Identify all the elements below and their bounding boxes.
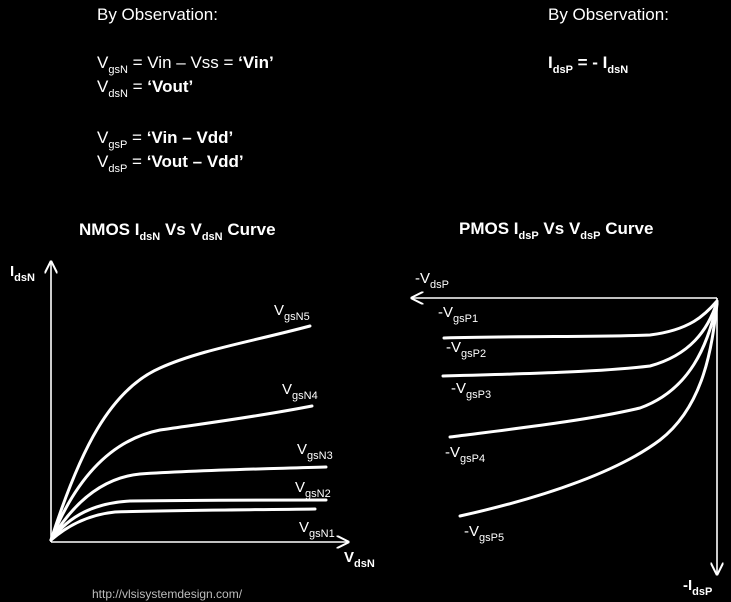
pmos-curve-vgsp2 — [441, 300, 719, 378]
pmos-label-vgsp5: -VgsP5 — [464, 523, 504, 544]
equation-vdsn: VdsN = ‘Vout’ — [97, 77, 193, 100]
pmos-label-vgsp4: -VgsP4 — [445, 444, 485, 465]
nmos-curve-vgsn2 — [49, 498, 328, 542]
equation-vdsp: VdsP = ‘Vout – Vdd’ — [97, 152, 244, 175]
pmos-label-vgsp1: -VgsP1 — [438, 304, 478, 325]
source-url: http://vlsisystemdesign.com/ — [92, 587, 243, 601]
nmos-curve-vgsn4 — [49, 404, 314, 542]
equation-vgsn: VgsN = Vin – Vss = ‘Vin’ — [97, 53, 274, 76]
equation-idsp: IdsP = - IdsN — [548, 53, 628, 76]
pmos-label-vgsp2: -VgsP2 — [446, 339, 486, 360]
equation-vgsp: VgsP = ‘Vin – Vdd’ — [97, 128, 233, 151]
right-heading: By Observation: — [548, 5, 669, 24]
pmos-label-vgsp3: -VgsP3 — [451, 380, 491, 401]
nmos-curve-vgsn3 — [49, 465, 328, 542]
nmos-label-vgsn2: VgsN2 — [295, 479, 331, 500]
pmos-title: PMOS IdsP Vs VdsP Curve — [459, 219, 653, 242]
nmos-y-axis-label: IdsN — [10, 263, 35, 284]
nmos-label-vgsn1: VgsN1 — [299, 519, 335, 540]
pmos-x-axis-label: -VdsP — [415, 270, 449, 291]
pmos-curve-vgsp4 — [458, 302, 719, 518]
nmos-title: NMOS IdsN Vs VdsN Curve — [79, 220, 276, 243]
pmos-curve-vgsp3 — [448, 301, 719, 439]
nmos-label-vgsn4: VgsN4 — [282, 381, 318, 402]
pmos-y-axis-label: -IdsP — [683, 577, 712, 598]
nmos-curve-vgsn1 — [49, 507, 317, 542]
nmos-x-axis-label: VdsN — [344, 549, 375, 570]
nmos-label-vgsn3: VgsN3 — [297, 441, 333, 462]
left-heading: By Observation: — [97, 5, 218, 24]
nmos-curve-vgsn5 — [49, 324, 312, 542]
pmos-curve-vgsp1 — [442, 299, 719, 340]
nmos-label-vgsn5: VgsN5 — [274, 302, 310, 323]
